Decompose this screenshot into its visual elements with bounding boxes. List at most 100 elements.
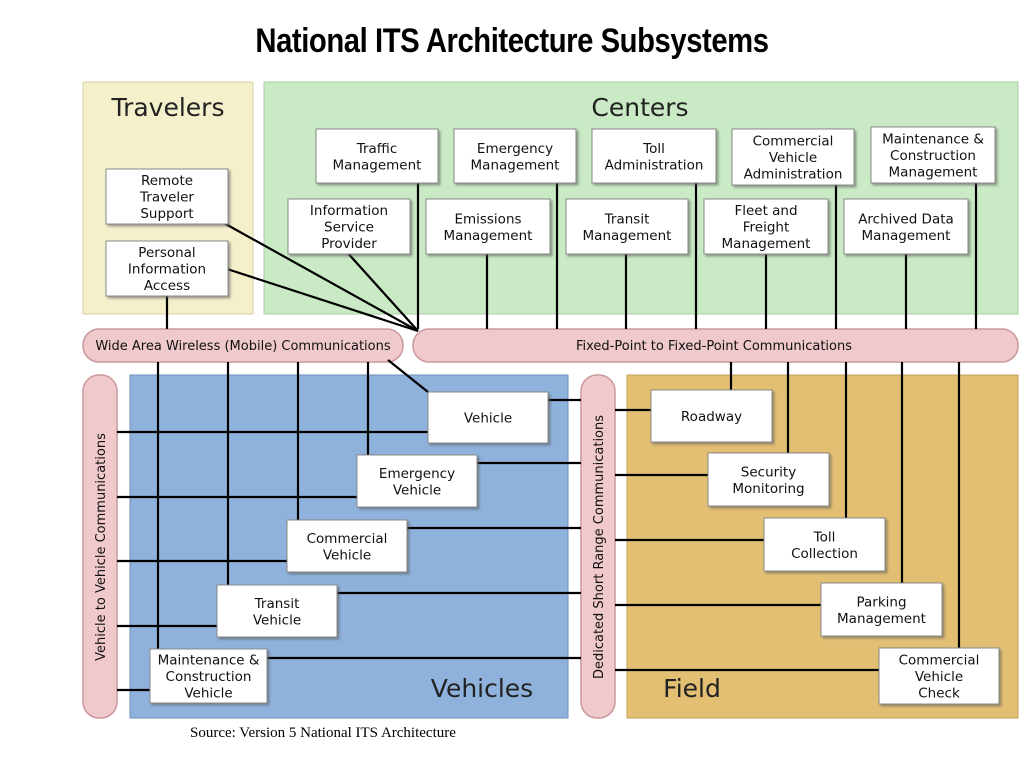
remote-traveler-support-box-label-line: Remote: [141, 173, 193, 189]
maintenance-construction-management-box-label-line: Management: [889, 165, 978, 181]
vehicle-to-vehicle-label: Vehicle to Vehicle Communications: [94, 433, 109, 661]
dsrc-bus: [580, 374, 616, 719]
toll-collection-box-frame: [763, 517, 886, 572]
parking-management-box-frame: [820, 582, 943, 637]
dsrc-label: Dedicated Short Range Communications: [592, 415, 607, 679]
archived-data-management-box-frame: [843, 198, 969, 255]
commercial-vehicle-box-frame: [286, 519, 408, 573]
maintenance-construction-management-box-frame: [870, 126, 996, 184]
traffic-management-box-frame: [315, 128, 439, 184]
vehicle-to-vehicle-bus: [82, 374, 118, 719]
toll-collection-box-label-line: Collection: [791, 546, 858, 562]
commercial-vehicle-administration-box-label-line: Vehicle: [769, 150, 817, 166]
connector: [223, 266, 419, 333]
subsystem-boxes: RemoteTravelerSupportPersonalInformation…: [105, 126, 1000, 705]
maintenance-construction-vehicle-box-frame: [149, 648, 268, 704]
security-monitoring-box-label-line: Security: [741, 464, 796, 480]
commercial-vehicle-administration-box-label-line: Commercial: [753, 134, 834, 150]
connector: [221, 221, 419, 332]
information-service-provider-box-frame: [287, 198, 411, 255]
page-title: National ITS Architecture Subsystems: [255, 22, 769, 60]
emissions-management-box-frame: [425, 198, 551, 255]
personal-information-access-box-label-line: Access: [144, 278, 190, 294]
roadway-box: Roadway: [650, 389, 773, 443]
maintenance-construction-management-box-label-line: Construction: [890, 148, 976, 164]
commercial-vehicle-box-label-line: Commercial: [307, 531, 388, 547]
maintenance-construction-management-box-label-line: Maintenance &: [882, 132, 984, 148]
security-monitoring-box-frame: [707, 452, 830, 507]
connector: [344, 249, 419, 332]
emergency-management-box-frame: [453, 128, 577, 184]
transit-vehicle-box-label-line: Transit: [254, 596, 300, 612]
fixed-point-bus: [412, 328, 1019, 363]
emergency-vehicle-box-frame: [356, 454, 478, 508]
commercial-vehicle-check-box-label-line: Vehicle: [915, 669, 963, 685]
remote-traveler-support-box-label-line: Support: [140, 206, 193, 222]
fixed-point-label: Fixed-Point to Fixed-Point Communication…: [576, 339, 852, 354]
emergency-vehicle-box-label-line: Vehicle: [393, 482, 441, 498]
transit-vehicle-box-label-line: Vehicle: [253, 612, 301, 628]
traffic-management-box-label-line: Traffic: [356, 141, 398, 157]
vehicle-box-label-line: Vehicle: [464, 411, 512, 427]
commercial-vehicle-administration-box-label-line: Administration: [744, 167, 843, 183]
traffic-management-box-label-line: Management: [333, 157, 422, 173]
maintenance-construction-vehicle-box-label-line: Construction: [166, 669, 252, 685]
field-label: Field: [663, 674, 721, 703]
centers-label: Centers: [591, 93, 688, 122]
emissions-management-box-label-line: Emissions: [454, 211, 521, 227]
personal-information-access-box-label-line: Information: [128, 262, 206, 278]
emergency-vehicle-box-label-line: Emergency: [379, 466, 455, 482]
fleet-freight-management-box-label-line: Freight: [743, 220, 790, 236]
centers-group: [263, 81, 1019, 315]
remote-traveler-support-box-frame: [105, 168, 229, 225]
commercial-vehicle-check-box-frame: [878, 647, 1000, 705]
vehicle-box: Vehicle: [427, 391, 549, 444]
roadway-box-label-line: Roadway: [681, 409, 742, 425]
source-note: Source: Version 5 National ITS Architect…: [190, 725, 456, 741]
remote-traveler-support-box-label-line: Traveler: [139, 190, 194, 206]
vehicles-label: Vehicles: [431, 674, 533, 703]
security-monitoring-box-label-line: Monitoring: [732, 481, 804, 497]
transit-management-box-label-line: Transit: [604, 211, 650, 227]
commercial-vehicle-box-label-line: Vehicle: [323, 547, 371, 563]
fleet-freight-management-box-frame: [703, 198, 829, 255]
fleet-freight-management-box-label-line: Management: [722, 236, 811, 252]
vehicle-box-frame: [427, 391, 549, 444]
maintenance-construction-vehicle-box-label-line: Maintenance &: [158, 653, 260, 669]
toll-collection-box-label-line: Toll: [813, 529, 836, 545]
parking-management-box-label-line: Management: [837, 611, 926, 627]
travelers-label: Travelers: [110, 93, 224, 122]
information-service-provider-box-label-line: Service: [324, 220, 374, 236]
commercial-vehicle-check-box-label-line: Check: [918, 686, 960, 702]
wide-area-wireless-label: Wide Area Wireless (Mobile) Communicatio…: [95, 339, 391, 354]
information-service-provider-box-label-line: Provider: [321, 236, 377, 252]
wide-area-wireless-bus: [82, 328, 404, 363]
toll-administration-box-label-line: Toll: [642, 141, 665, 157]
emergency-management-box-label-line: Emergency: [477, 141, 553, 157]
transit-management-box-frame: [565, 198, 689, 255]
emissions-management-box-label-line: Management: [444, 228, 533, 244]
maintenance-construction-vehicle-box-label-line: Vehicle: [184, 686, 232, 702]
parking-management-box-label-line: Parking: [856, 594, 906, 610]
toll-administration-box-frame: [591, 128, 717, 184]
